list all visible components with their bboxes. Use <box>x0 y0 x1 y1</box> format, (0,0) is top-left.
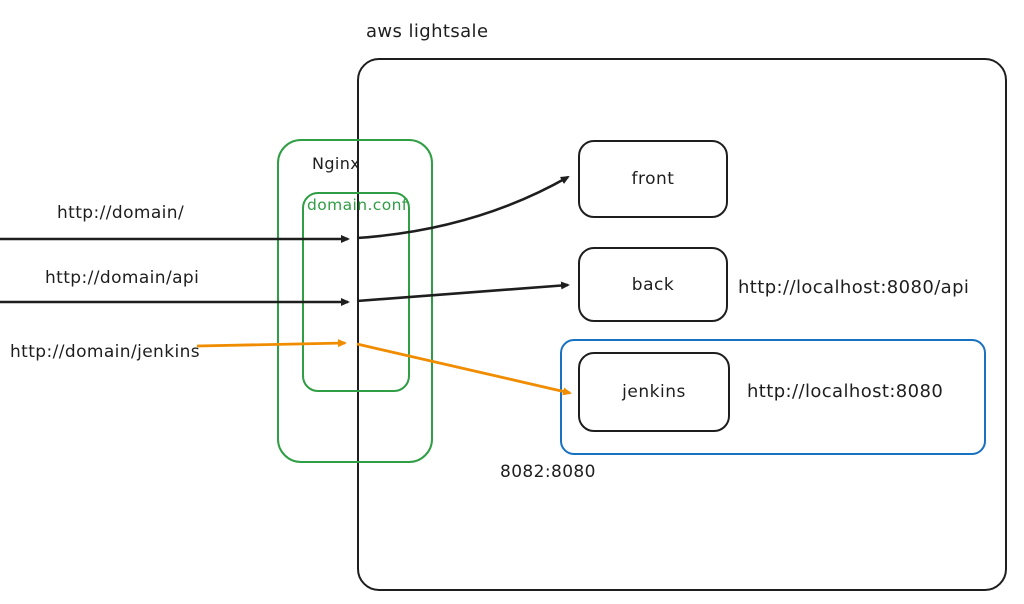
jenkins-container-box <box>560 339 986 455</box>
request-jenkins-label: http://domain/jenkins <box>10 342 201 362</box>
aws-lightsail-box <box>357 58 1007 591</box>
back-url-label: http://localhost:8080/api <box>738 277 970 298</box>
front-node-label: front <box>631 169 675 189</box>
back-node-label: back <box>631 274 675 295</box>
request-api-label: http://domain/api <box>45 268 200 288</box>
jenkins-url-label: http://localhost:8080 <box>747 381 944 402</box>
front-node: front <box>578 140 728 218</box>
back-node: back <box>578 247 728 322</box>
jenkins-node: jenkins <box>578 352 730 432</box>
jenkins-node-label: jenkins <box>622 382 686 402</box>
request-root-label: http://domain/ <box>57 203 185 223</box>
aws-lightsail-label: aws lightsale <box>366 21 489 42</box>
domain-conf-label: domain.conf <box>307 196 408 214</box>
nginx-label: Nginx <box>312 154 361 173</box>
domain-conf-box <box>302 192 410 392</box>
port-mapping-label: 8082:8080 <box>500 462 596 482</box>
